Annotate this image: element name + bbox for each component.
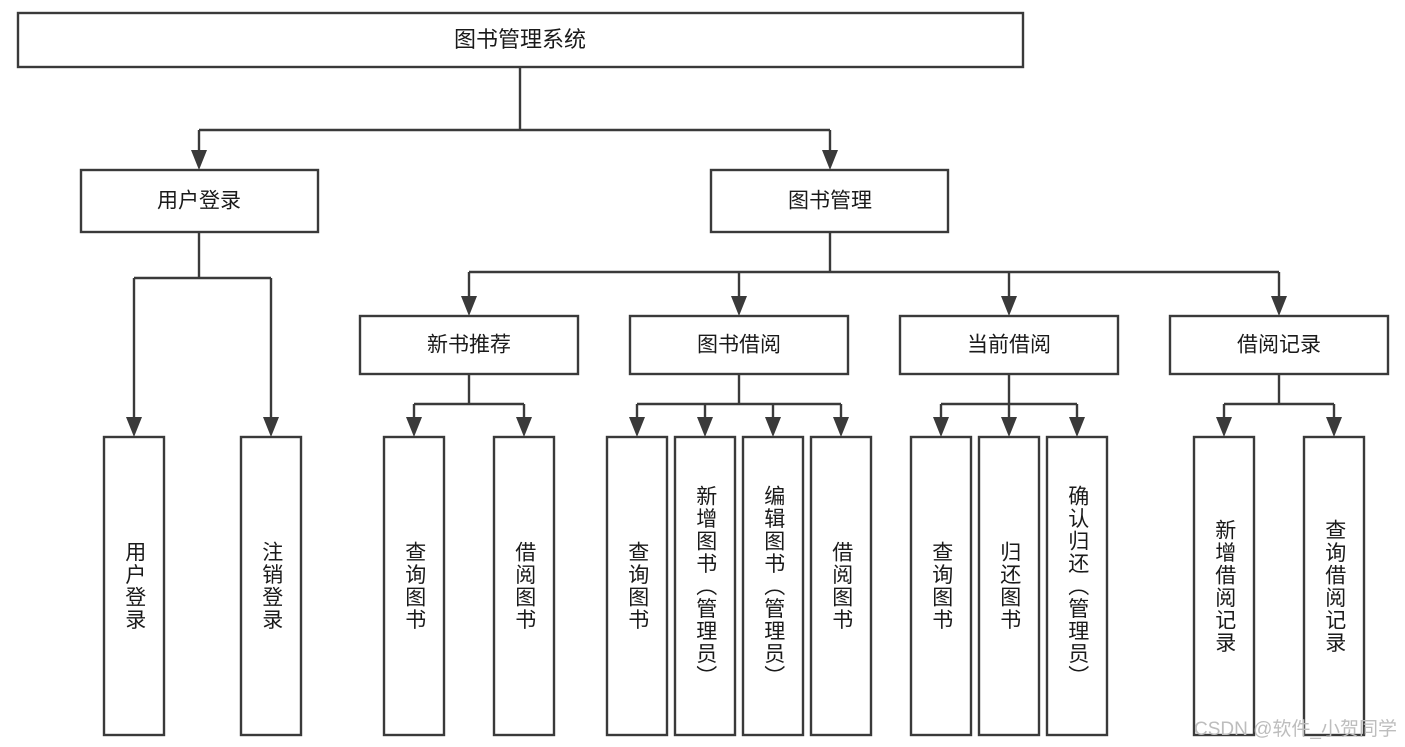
arrow-current-borrow xyxy=(1001,296,1017,316)
leaf-edit-book-admin-box[interactable] xyxy=(741,435,805,737)
arrow-user-login xyxy=(191,150,207,170)
leaf-return-book-box[interactable] xyxy=(977,435,1041,737)
arrow-leaf-query-book-2 xyxy=(629,417,645,437)
node-book-borrow-label: 图书借阅 xyxy=(697,334,781,357)
arrow-leaf-confirm-return-admin xyxy=(1069,417,1085,437)
arrow-leaf-logout-login xyxy=(263,417,279,437)
arrow-leaf-return-book xyxy=(1001,417,1017,437)
leaf-borrow-book-1-box[interactable] xyxy=(492,435,556,737)
arrow-new-book-recommend xyxy=(461,296,477,316)
arrow-borrow-record xyxy=(1271,296,1287,316)
leaf-query-borrow-record-box[interactable] xyxy=(1302,435,1366,737)
arrow-leaf-edit-book-admin xyxy=(765,417,781,437)
leaf-confirm-return-admin-box[interactable] xyxy=(1045,435,1109,737)
leaf-box-layer xyxy=(102,435,1366,737)
node-root-box[interactable] xyxy=(16,11,1025,69)
arrow-leaf-query-book-3 xyxy=(933,417,949,437)
node-book-manage-label: 图书管理 xyxy=(788,190,872,213)
node-book-manage[interactable]: 图书管理 xyxy=(709,168,950,234)
arrow-leaf-borrow-book-1 xyxy=(516,417,532,437)
arrow-book-manage xyxy=(822,150,838,170)
arrow-leaf-borrow-book-2 xyxy=(833,417,849,437)
connector-layer xyxy=(126,67,1342,437)
node-new-book-recommend-box[interactable] xyxy=(358,314,580,376)
node-user-login[interactable]: 用户登录 xyxy=(79,168,320,234)
arrow-leaf-query-borrow-record xyxy=(1326,417,1342,437)
arrow-book-borrow xyxy=(731,296,747,316)
leaf-query-book-1-box[interactable] xyxy=(382,435,446,737)
node-book-borrow[interactable]: 图书借阅 xyxy=(628,314,850,376)
node-book-borrow-box[interactable] xyxy=(628,314,850,376)
node-book-manage-box[interactable] xyxy=(709,168,950,234)
leaf-add-borrow-record-box[interactable] xyxy=(1192,435,1256,737)
node-borrow-record-box[interactable] xyxy=(1168,314,1390,376)
node-user-login-box[interactable] xyxy=(79,168,320,234)
node-borrow-record-label: 借阅记录 xyxy=(1237,334,1321,357)
watermark-text: CSDN @软件_小贺同学 xyxy=(1194,719,1397,740)
node-user-login-label: 用户登录 xyxy=(157,190,241,213)
node-new-book-recommend[interactable]: 新书推荐 xyxy=(358,314,580,376)
node-new-book-recommend-label: 新书推荐 xyxy=(427,334,511,357)
node-current-borrow-box[interactable] xyxy=(898,314,1120,376)
node-root-label: 图书管理系统 xyxy=(454,27,586,52)
arrow-leaf-user-login xyxy=(126,417,142,437)
arrow-leaf-query-book-1 xyxy=(406,417,422,437)
leaf-user-login-box[interactable] xyxy=(102,435,166,737)
node-current-borrow[interactable]: 当前借阅 xyxy=(898,314,1120,376)
arrow-leaf-add-book-admin xyxy=(697,417,713,437)
node-borrow-record[interactable]: 借阅记录 xyxy=(1168,314,1390,376)
node-current-borrow-label: 当前借阅 xyxy=(967,334,1051,357)
leaf-logout-login-box[interactable] xyxy=(239,435,303,737)
leaf-query-book-2-box[interactable] xyxy=(605,435,669,737)
node-root[interactable]: 图书管理系统 xyxy=(16,11,1025,69)
leaf-query-book-3-box[interactable] xyxy=(909,435,973,737)
arrow-leaf-add-borrow-record xyxy=(1216,417,1232,437)
leaf-borrow-book-2-box[interactable] xyxy=(809,435,873,737)
leaf-add-book-admin-box[interactable] xyxy=(673,435,737,737)
